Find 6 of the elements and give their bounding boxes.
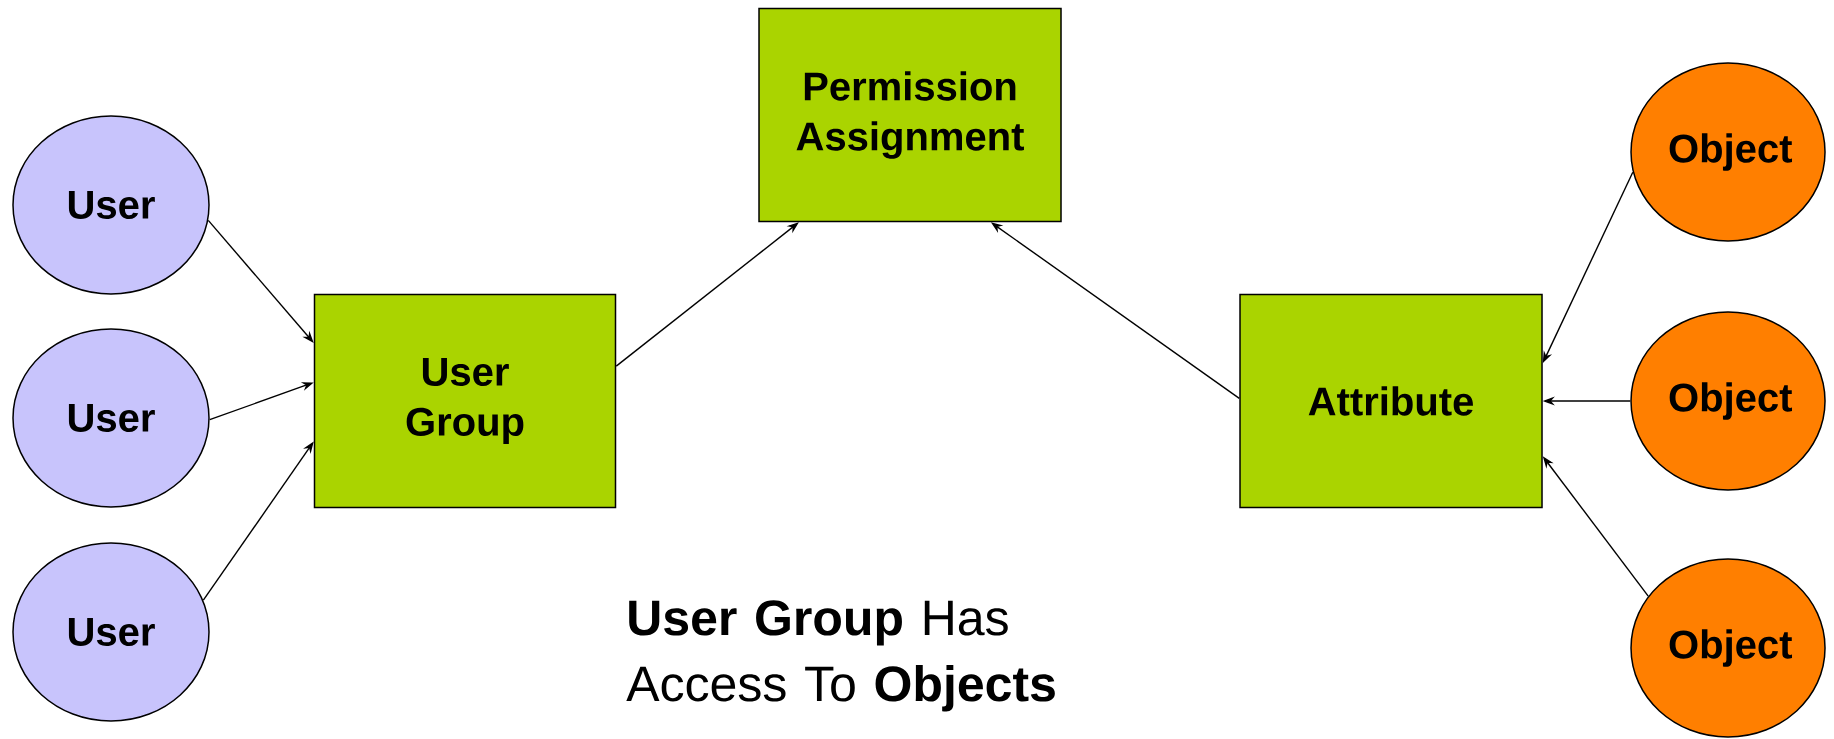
arrow — [207, 219, 314, 343]
permission-box: Permission Assignment — [758, 7, 1062, 223]
attribute-box: Attribute — [1239, 293, 1543, 509]
caption-text: User Group Has Access To Objects — [626, 600, 1055, 712]
arrow — [615, 222, 799, 367]
group-box: User Group — [313, 293, 617, 509]
